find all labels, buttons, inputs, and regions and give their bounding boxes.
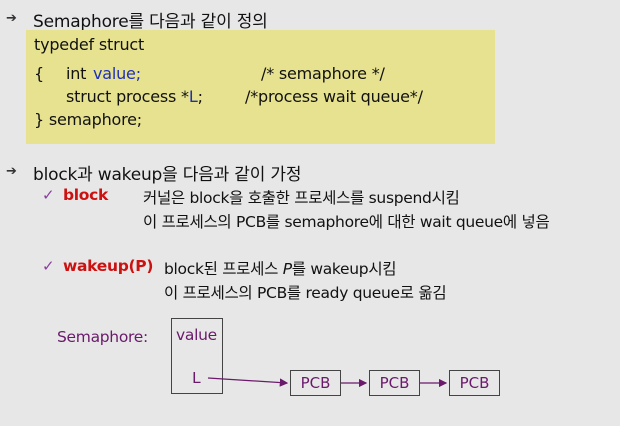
code-box [26, 30, 495, 144]
code-struct-process: struct process *L; [66, 87, 203, 106]
pcb-node-1: PCB [290, 370, 341, 396]
code-comment-semaphore: /* semaphore */ [261, 64, 385, 83]
pcb-node-2: PCB [369, 370, 420, 396]
block-description-2: 이 프로세스의 PCB를 semaphore에 대한 wait queue에 넣… [143, 213, 550, 231]
wakeup-desc-pre: block된 프로세스 [164, 260, 283, 278]
code-close-semaphore: } semaphore; [34, 110, 142, 129]
code-comment-wait-queue: /*process wait queue*/ [245, 87, 423, 106]
value-field-label: value [176, 326, 217, 344]
code-int-keyword: int [66, 64, 87, 83]
semaphore-label: Semaphore: [57, 328, 148, 346]
wakeup-keyword: wakeup(P) [63, 257, 154, 275]
wakeup-desc-P: P [282, 260, 292, 278]
block-keyword: block [63, 186, 109, 204]
code-open-brace: { [34, 64, 44, 83]
L-to-pcb1-arrow [207, 377, 289, 387]
L-field-label: L [192, 369, 201, 387]
pcb-node-3: PCB [449, 370, 500, 396]
wakeup-desc-post: 를 wakeup시킴 [291, 260, 397, 278]
checkmark-icon: ✓ [42, 186, 55, 204]
heading-assume-block-wakeup: block과 wakeup을 다음과 같이 가정 [33, 165, 302, 185]
checkmark-icon: ✓ [42, 257, 55, 275]
code-semicolon: ; [197, 87, 203, 106]
arrow-bullet-icon: ➔ [6, 164, 17, 179]
arrow-bullet-icon: ➔ [6, 11, 17, 26]
code-value-field: value; [93, 64, 141, 83]
wakeup-description-1: block된 프로세스 P를 wakeup시킴 [164, 257, 397, 279]
block-description-1: 커널은 block을 호출한 프로세스를 suspend시킴 [143, 189, 460, 207]
code-L-field: L [188, 87, 198, 106]
code-struct-text: struct process * [66, 87, 189, 106]
code-line-typedef: typedef struct [34, 35, 145, 54]
heading-define-semaphore: Semaphore를 다음과 같이 정의 [33, 12, 268, 32]
semaphore-struct-box [171, 318, 223, 394]
wakeup-description-2: 이 프로세스의 PCB를 ready queue로 옮김 [164, 284, 447, 302]
